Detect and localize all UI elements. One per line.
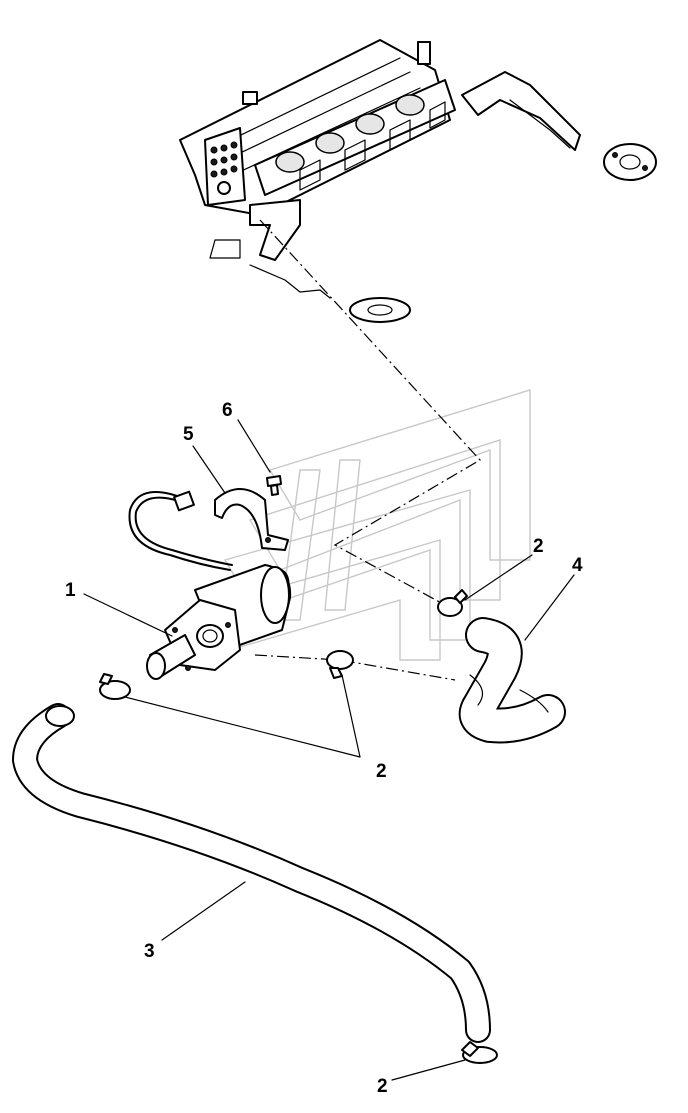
callout-4: 4: [572, 555, 583, 576]
hose-clamp: [326, 650, 354, 679]
callout-6: 6: [222, 400, 233, 421]
callout-3: 3: [144, 941, 155, 962]
callout-5: 5: [183, 424, 194, 445]
short-hose: [458, 617, 566, 744]
mounting-bracket: [214, 488, 289, 551]
bolt: [266, 475, 282, 496]
hose-clamp: [437, 589, 468, 617]
hose-clamp: [99, 673, 131, 700]
callout-2: 2: [533, 536, 544, 557]
watermark-logo: [198, 389, 531, 661]
hose-clamp: [461, 1041, 498, 1064]
routing-lines: [254, 219, 481, 681]
heater-unit: [179, 39, 657, 323]
callout-2: 2: [377, 1076, 388, 1097]
pump: [146, 564, 292, 680]
callouts: 1 2 2 2 3 4 5 6: [65, 400, 583, 1097]
long-hose: [12, 703, 491, 1043]
callout-2: 2: [376, 761, 387, 782]
leader-lines: [83, 419, 575, 1081]
callout-1: 1: [65, 580, 76, 601]
